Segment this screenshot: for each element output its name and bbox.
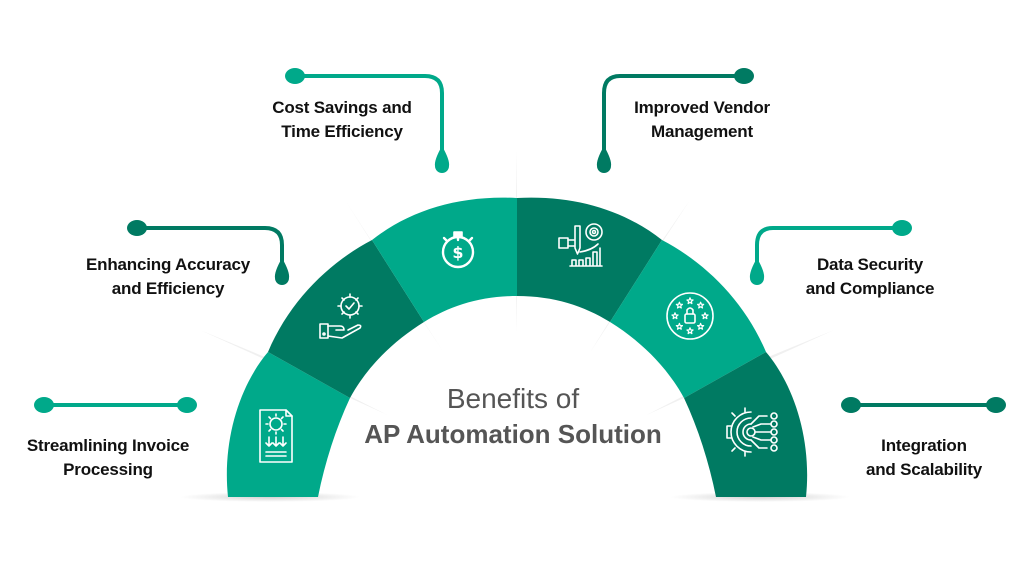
title-line-1: Benefits of [446,383,580,414]
label-line: Data Security [816,255,924,274]
gear-circuit-icon [726,407,778,457]
center-title: Benefits of AP Automation Solution [330,382,696,452]
hand-pen-chart-icon [558,223,603,267]
arc-segment-5 [610,240,766,398]
star-icon [686,327,694,335]
arc-segments [226,197,808,497]
label-line: and Compliance [805,279,935,298]
arc-segment-2 [268,240,424,398]
title-line-2: AP Automation Solution [364,419,662,449]
lock-stars-icon [666,292,714,340]
label-line: Cost Savings and [272,98,412,117]
star-icon [696,322,705,330]
star-icon [675,301,684,309]
label-streamlining: Streamlining Invoice Processing [6,434,210,482]
label-enhancing: Enhancing Accuracy and Efficiency [66,253,270,301]
label-line: and Scalability [865,460,983,479]
label-cost-savings: Cost Savings and Time Efficiency [240,96,444,144]
connector-streamlining [34,397,197,413]
connector-data-security [749,220,912,285]
label-line: Integration [881,436,967,455]
star-icon [671,312,679,320]
connector-integration [841,397,1006,413]
star-icon [675,322,684,330]
invoice-processing-icon [259,409,293,463]
stopwatch-dollar-icon: $ [441,231,475,269]
label-line: Processing [63,460,153,479]
label-line: Streamlining Invoice [26,436,190,455]
label-line: Enhancing Accuracy [86,255,250,274]
label-line: Management [651,122,753,141]
connector-enhancing [127,220,290,285]
label-connectors [34,68,1006,413]
label-line: and Efficiency [111,279,225,298]
label-line: Improved Vendor [634,98,770,117]
star-icon [696,301,705,309]
connector-vendor [596,68,754,173]
arc-segment-1 [226,352,350,497]
label-integration: Integration and Scalability [822,434,1024,482]
label-vendor: Improved Vendor Management [600,96,804,144]
svg-text:$: $ [452,243,463,262]
label-data-security: Data Security and Compliance [768,253,972,301]
arc-segment-6 [684,352,808,497]
star-icon [686,297,694,305]
hand-gear-check-icon [319,293,363,339]
star-icon [701,312,709,320]
label-line: Time Efficiency [281,122,403,141]
connector-cost-savings [285,68,450,173]
